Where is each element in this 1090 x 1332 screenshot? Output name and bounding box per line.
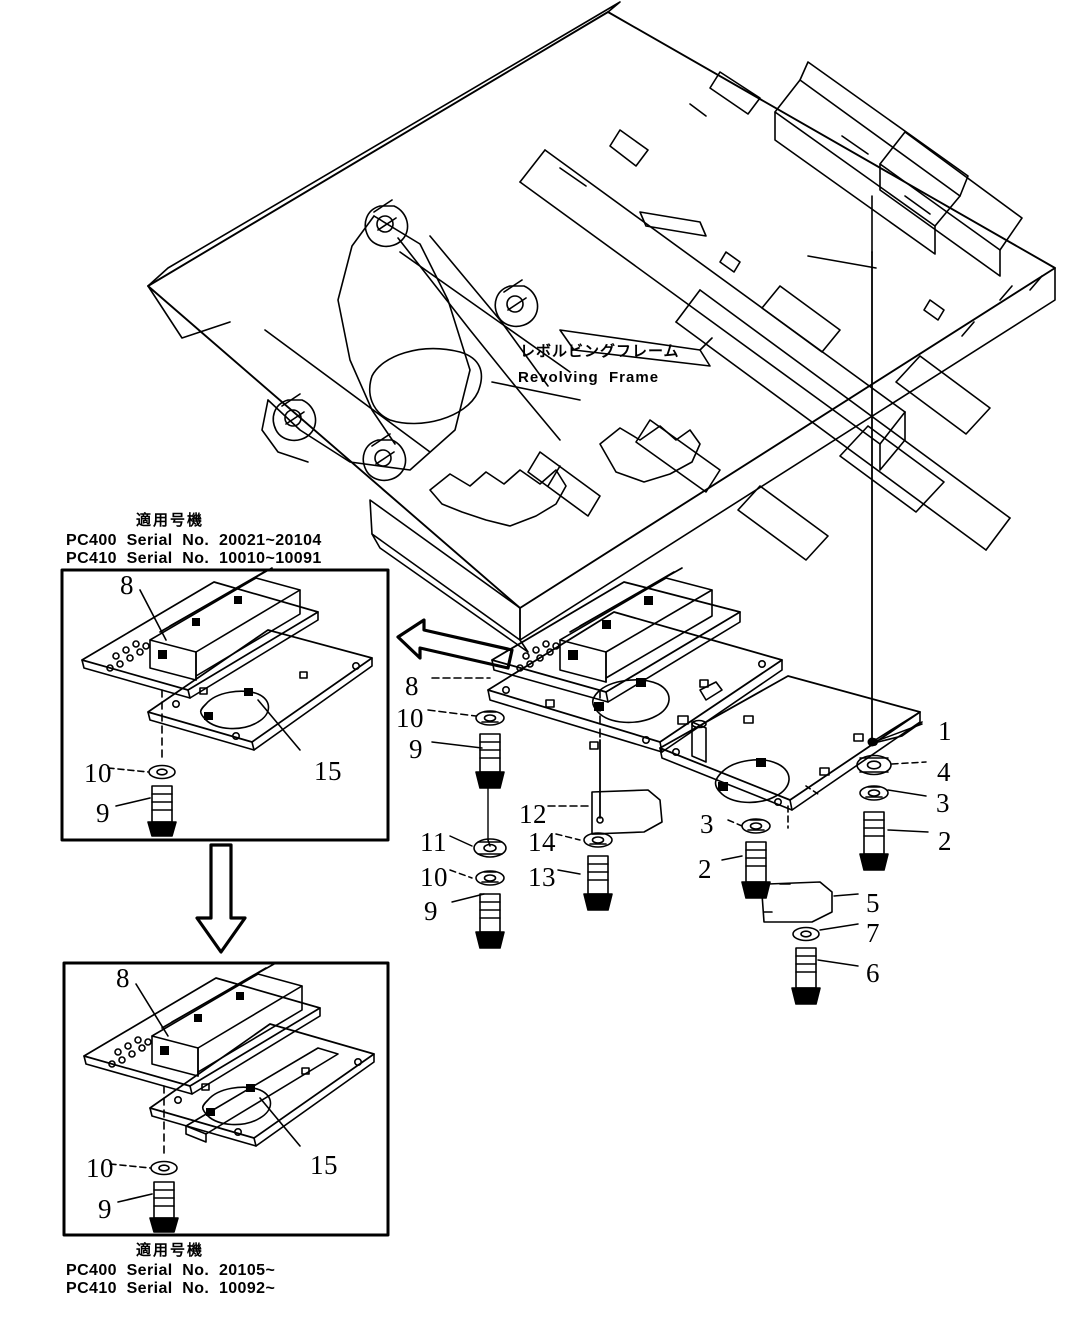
callout-number-2: 2 xyxy=(698,854,712,884)
leader-frame-to-callout-1 xyxy=(867,195,923,747)
callout-number-6: 6 xyxy=(866,958,880,988)
part-12-bracket xyxy=(591,689,663,835)
callout-number-9: 9 xyxy=(424,896,438,926)
arrow-down-between-insets xyxy=(195,843,247,954)
hardware-left-stack xyxy=(475,710,505,789)
arrow-left-to-inset xyxy=(396,618,514,670)
applicability-top-line-2: PC410 Serial No. 10010~10091 xyxy=(66,550,322,567)
inset-box-top xyxy=(60,568,390,842)
applicability-bottom-heading: 適用号機 xyxy=(136,1241,205,1259)
hardware-middle-left-stack xyxy=(473,775,507,949)
callout-number-7: 7 xyxy=(866,918,880,948)
callout-number-11: 11 xyxy=(420,827,447,857)
callout-number-15: 15 xyxy=(310,1150,338,1180)
callout-number-10: 10 xyxy=(84,758,112,788)
main-left-plate-assembly xyxy=(487,567,783,753)
callout-number-10: 10 xyxy=(86,1153,114,1183)
main-right-plate-assembly xyxy=(659,675,921,829)
callout-number-10: 10 xyxy=(420,862,448,892)
callout-number-1: 1 xyxy=(938,716,952,746)
callout-number-8: 8 xyxy=(405,671,419,701)
inset-box-bottom xyxy=(62,961,390,1237)
callout-number-8: 8 xyxy=(116,963,130,993)
part-5-6-7-stack xyxy=(761,881,833,1005)
callout-number-9: 9 xyxy=(98,1194,112,1224)
callout-leaders xyxy=(427,677,929,967)
callout-number-5: 5 xyxy=(866,888,880,918)
callout-number-4: 4 xyxy=(937,757,951,787)
callout-number-15: 15 xyxy=(314,756,342,786)
callout-number-3: 3 xyxy=(700,809,714,839)
inset-bottom-assembly xyxy=(83,963,375,1233)
callout-number-9: 9 xyxy=(96,798,110,828)
hardware-right-outer-stack xyxy=(856,754,892,871)
callout-number-2: 2 xyxy=(938,826,952,856)
inset-top-assembly xyxy=(81,567,373,837)
callout-number-8: 8 xyxy=(120,570,134,600)
applicability-top-line-1: PC400 Serial No. 20021~20104 xyxy=(66,532,322,549)
callout-number-10: 10 xyxy=(396,703,424,733)
callout-number-3: 3 xyxy=(936,788,950,818)
callout-number-9: 9 xyxy=(409,734,423,764)
revolving-frame-drawing xyxy=(147,1,1056,653)
callout-number-14: 14 xyxy=(528,827,556,857)
frame-label-jp: レボルビングフレーム xyxy=(520,342,680,360)
applicability-bottom-line-2: PC410 Serial No. 10092~ xyxy=(66,1280,276,1297)
applicability-top-heading: 適用号機 xyxy=(136,511,205,529)
hardware-middle-right-stack xyxy=(583,832,613,911)
callout-number-13: 13 xyxy=(528,862,556,892)
applicability-bottom-line-1: PC400 Serial No. 20105~ xyxy=(66,1262,276,1279)
frame-label-en: Revolving Frame xyxy=(518,369,660,386)
callout-number-12: 12 xyxy=(519,799,547,829)
